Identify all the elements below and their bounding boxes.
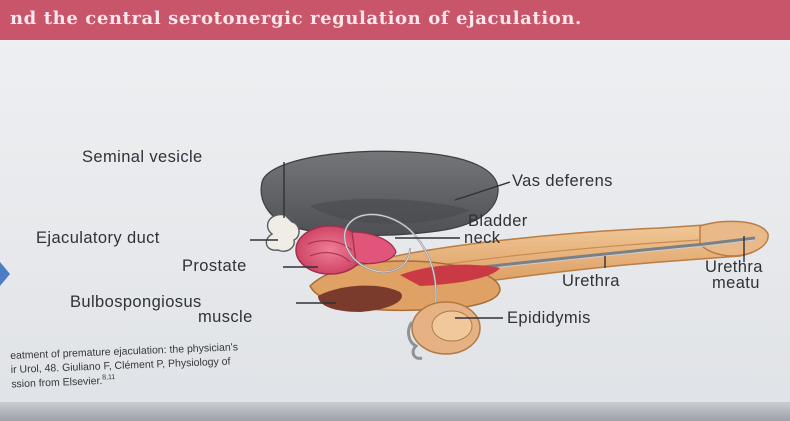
- label-bladder: Bladder: [468, 212, 528, 230]
- label-urethra: Urethra: [562, 272, 620, 290]
- label-bulbospongiosus: Bulbospongiosus: [70, 293, 202, 311]
- glans: [700, 221, 768, 256]
- label-epididymis: Epididymis: [507, 309, 591, 327]
- label-seminal-vesicle: Seminal vesicle: [82, 148, 203, 166]
- label-ejaculatory-duct: Ejaculatory duct: [36, 229, 160, 247]
- label-neck: neck: [464, 229, 500, 247]
- label-vas-deferens: Vas deferens: [512, 172, 613, 190]
- prostate-side: [352, 232, 396, 264]
- caption-line-3-text: ssion from Elsevier.: [11, 375, 102, 390]
- label-prostate: Prostate: [182, 257, 247, 275]
- label-muscle: muscle: [198, 308, 253, 326]
- label-urethral-meatus-2: meatu: [712, 274, 760, 292]
- caption-reference: 8,11: [102, 374, 115, 381]
